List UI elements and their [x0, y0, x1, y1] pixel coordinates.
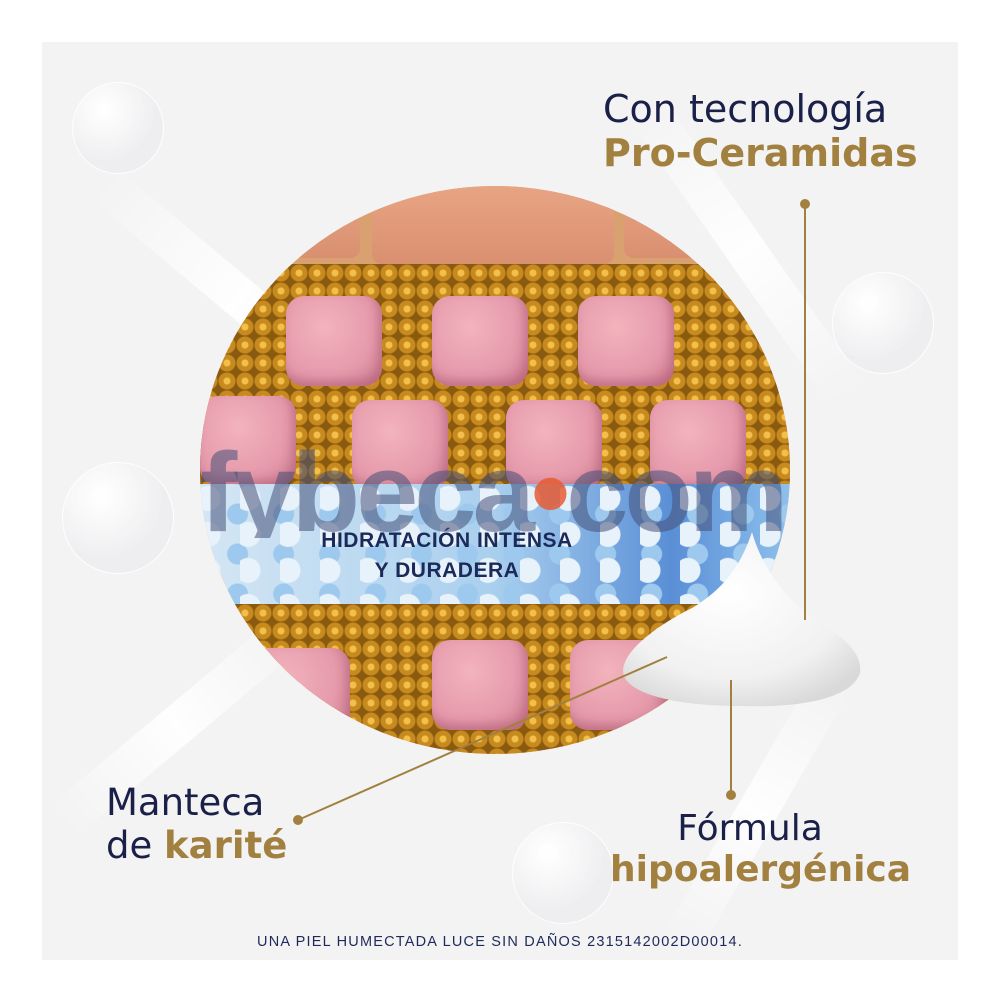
skin-cell	[578, 296, 674, 386]
hydration-caption: HIDRATACIÓN INTENSA Y DURADERA	[200, 526, 742, 586]
watermark: fybeca•com	[200, 448, 810, 538]
molecule-bubble	[62, 462, 174, 574]
skin-cell	[286, 296, 382, 386]
skin-cell-top	[230, 186, 360, 258]
skin-cell	[352, 400, 448, 490]
hydration-caption-line1: HIDRATACIÓN INTENSA	[321, 529, 573, 552]
karite-line1: Manteca	[106, 781, 265, 824]
molecule-bubble	[512, 822, 614, 924]
karite-line2-highlight: karité	[164, 823, 288, 867]
pro-ceramidas-label: Con tecnología Pro-Ceramidas	[603, 87, 918, 175]
karite-label: Manteca de karité	[106, 781, 288, 867]
skin-cell	[432, 640, 528, 730]
pro-ceramidas-line1: Con tecnología	[603, 87, 888, 131]
watermark-text-suffix: com	[566, 448, 788, 538]
hipoalergenica-line1: Fórmula	[677, 808, 823, 849]
skin-cell	[240, 648, 350, 738]
skin-cell-top	[624, 186, 764, 258]
hipoalergenica-line2: hipoalergénica	[610, 849, 912, 891]
hipoalergenica-label: Fórmula hipoalergénica	[610, 808, 912, 891]
footer-disclaimer: UNA PIEL HUMECTADA LUCE SIN DAÑOS 231514…	[257, 934, 743, 950]
hydration-caption-line2: Y DURADERA	[374, 559, 520, 582]
skin-cell	[200, 396, 296, 486]
molecule-bubble	[72, 82, 164, 174]
watermark-text: fybeca	[200, 448, 535, 538]
skin-cell	[650, 400, 746, 490]
molecule-bubble	[832, 272, 934, 374]
skin-cell-top	[372, 186, 614, 264]
cream-dollop	[623, 532, 861, 707]
pro-ceramidas-line2: Pro-Ceramidas	[603, 130, 918, 175]
karite-line2-prefix: de	[106, 823, 165, 867]
skin-cell	[432, 296, 528, 386]
skin-cell	[506, 400, 602, 490]
watermark-dot: •	[530, 448, 570, 538]
hydration-layer	[200, 484, 790, 604]
